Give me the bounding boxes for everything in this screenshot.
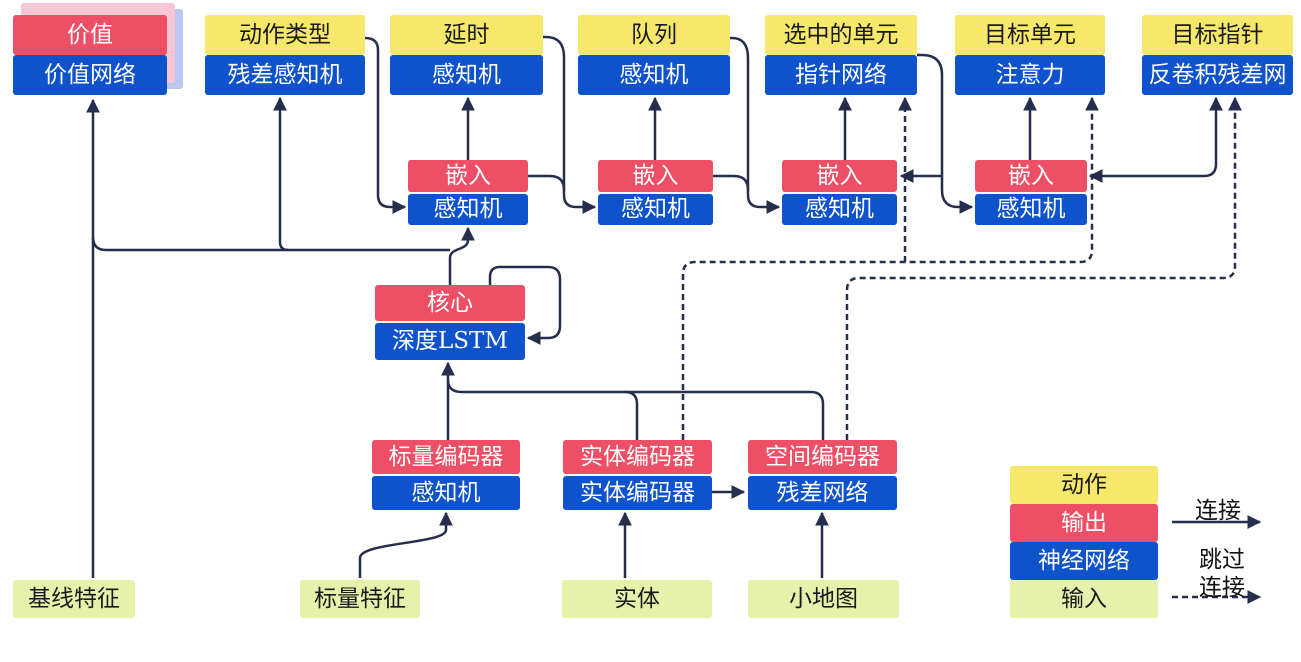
target-unit-label: 目标单元 — [955, 15, 1105, 55]
embed1-net: 感知机 — [408, 194, 528, 225]
target-pointer-label: 目标指针 — [1142, 15, 1293, 55]
node-entities: 实体 — [562, 580, 712, 618]
core-label: 核心 — [375, 285, 525, 321]
edge-core-self-loop — [488, 265, 562, 345]
node-minimap: 小地图 — [748, 580, 899, 618]
embed1-label: 嵌入 — [408, 160, 528, 192]
delay-label: 延时 — [390, 15, 543, 55]
node-target-unit: 目标单元 注意力 — [955, 15, 1105, 95]
node-embed-3: 嵌入 感知机 — [782, 160, 897, 225]
legend-skip-label-2: 连接 — [1199, 575, 1245, 601]
edge-embed4-target-pointer — [1088, 96, 1223, 183]
queue-net: 感知机 — [578, 55, 730, 95]
edge-bus-to-action-type — [273, 96, 289, 252]
embed2-net: 感知机 — [598, 194, 713, 225]
node-delay: 延时 感知机 — [390, 15, 543, 95]
node-action-type: 动作类型 残差感知机 — [205, 15, 365, 95]
scalar-features-label: 标量特征 — [300, 580, 420, 618]
node-baseline-features: 基线特征 — [13, 580, 135, 618]
node-spatial-encoder: 空间编码器 残差网络 — [748, 440, 897, 510]
legend-input-swatch: 输入 — [1010, 580, 1158, 618]
scalar-encoder-label: 标量编码器 — [372, 440, 520, 474]
entity-encoder-label: 实体编码器 — [563, 440, 712, 474]
legend-color-key: 动作 输出 神经网络 输入 — [1010, 466, 1158, 618]
edge-embed2-merge — [713, 174, 750, 191]
selected-units-label: 选中的单元 — [765, 15, 917, 55]
edge-core-to-embed1 — [448, 226, 475, 285]
edge-delay-to-embed2 — [543, 35, 597, 214]
delay-net: 感知机 — [390, 55, 543, 95]
node-embed-1: 嵌入 感知机 — [408, 160, 528, 225]
embed2-label: 嵌入 — [598, 160, 713, 192]
node-scalar-features: 标量特征 — [300, 580, 420, 618]
legend-skip-label-1: 跳过 — [1199, 547, 1245, 573]
action-type-net: 残差感知机 — [205, 55, 365, 95]
skip-entity-main — [681, 96, 1099, 440]
node-value: 价值 价值网络 — [13, 15, 167, 95]
target-pointer-net: 反卷积残差网 — [1142, 55, 1293, 95]
baseline-features-label: 基线特征 — [13, 580, 135, 618]
value-output-label: 价值 — [13, 15, 167, 55]
edge-core-bus-left — [91, 236, 450, 252]
node-embed-2: 嵌入 感知机 — [598, 160, 713, 225]
node-target-pointer: 目标指针 反卷积残差网 — [1142, 15, 1293, 95]
legend-connection-label: 连接 — [1195, 498, 1241, 524]
node-scalar-encoder: 标量编码器 感知机 — [372, 440, 520, 510]
entities-label: 实体 — [562, 580, 712, 618]
node-selected-units: 选中的单元 指针网络 — [765, 15, 917, 95]
edge-scalar-features — [358, 511, 453, 578]
embed4-label: 嵌入 — [975, 160, 1087, 192]
embed4-net: 感知机 — [975, 194, 1087, 225]
core-net: 深度LSTM — [375, 323, 525, 360]
node-queue: 队列 感知机 — [578, 15, 730, 95]
value-network-label: 价值网络 — [13, 55, 167, 95]
minimap-label: 小地图 — [748, 580, 899, 618]
edge-embed1-merge — [528, 174, 566, 191]
legend-network-swatch: 神经网络 — [1010, 542, 1158, 580]
scalar-encoder-net: 感知机 — [372, 476, 520, 510]
legend-output-swatch: 输出 — [1010, 504, 1158, 542]
embed3-label: 嵌入 — [782, 160, 897, 192]
edge-selected-to-embed4 — [917, 53, 974, 214]
spatial-encoder-net: 残差网络 — [748, 476, 897, 510]
action-type-label: 动作类型 — [205, 15, 365, 55]
node-entity-encoder: 实体编码器 实体编码器 — [563, 440, 712, 510]
node-embed-4: 嵌入 感知机 — [975, 160, 1087, 225]
edge-entity-merge — [624, 390, 639, 440]
embed3-net: 感知机 — [782, 194, 897, 225]
queue-label: 队列 — [578, 15, 730, 55]
skip-spatial — [845, 96, 1242, 440]
entity-encoder-net: 实体编码器 — [563, 476, 712, 510]
legend-action-swatch: 动作 — [1010, 466, 1158, 504]
edge-spatial-bus — [446, 379, 825, 440]
edge-action-type-to-embed1 — [364, 36, 407, 214]
spatial-encoder-label: 空间编码器 — [748, 440, 897, 474]
edge-queue-to-embed3 — [730, 36, 781, 214]
node-core: 核心 深度LSTM — [375, 285, 525, 360]
selected-units-net: 指针网络 — [765, 55, 917, 95]
target-unit-net: 注意力 — [955, 55, 1105, 95]
